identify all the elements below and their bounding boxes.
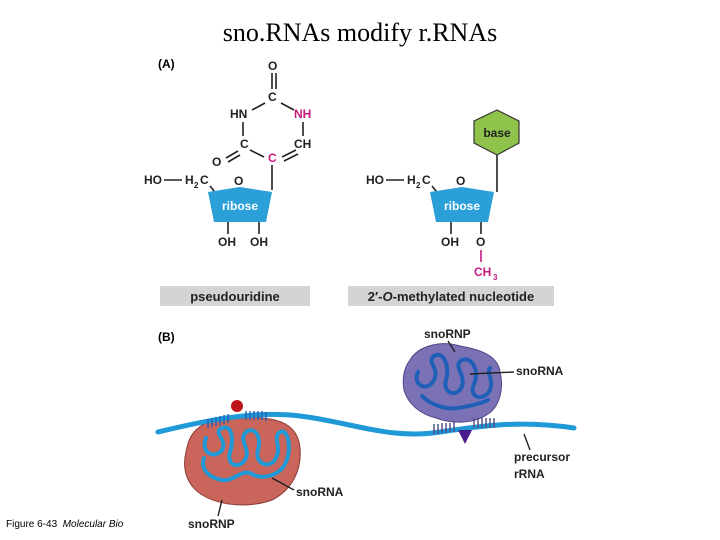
methylated-label-o: O <box>382 289 392 304</box>
panel-b-label: (B) <box>158 330 175 344</box>
ribose-pentagon-right <box>430 187 494 222</box>
precursor-label-line2: rRNA <box>514 467 545 481</box>
base-pair-ticks-bottom <box>207 411 267 428</box>
ribose-pentagon-left <box>208 187 272 222</box>
snorna-purple-loops <box>414 352 494 411</box>
methylated-label: 2′-O-methylated nucleotide <box>368 289 534 304</box>
atom-ho-left: HO <box>144 173 162 187</box>
leader-lines <box>217 340 531 517</box>
modification-site-red <box>231 400 243 412</box>
precursor-label-line1: precursor <box>514 450 570 464</box>
snorna-top-label: snoRNA <box>516 364 564 378</box>
figure-caption: Figure 6-43 Molecular Bio <box>6 519 123 530</box>
atom-nh: NH <box>294 107 311 121</box>
pseudouridine-base: O C HN NH C CH C O <box>212 59 311 190</box>
base-pair-ticks-top <box>433 418 495 434</box>
atom-c-top: C <box>268 90 277 104</box>
atom-sub2-left: 2 <box>194 181 199 190</box>
snornp-top-label: snoRNP <box>424 327 471 341</box>
snorna-orange-loops <box>201 425 291 483</box>
pseudouridine-label: pseudouridine <box>190 289 280 304</box>
methylated-label-prefix: 2′- <box>368 289 383 304</box>
atom-hn: HN <box>230 107 247 121</box>
modification-site-purple <box>458 430 472 444</box>
atom-c-left: C <box>240 137 249 151</box>
pseudouridine-label-bar <box>160 286 310 306</box>
base-label: base <box>483 126 511 140</box>
ribose-label-right: ribose <box>444 199 480 213</box>
atom-sub3: 3 <box>493 273 498 282</box>
panel-b-labels: snoRNP snoRNA precursor rRNA snoRNA snoR… <box>188 327 570 531</box>
caption-figure: Figure 6-43 <box>6 519 58 530</box>
atom-o-top: O <box>268 59 277 73</box>
atom-ch3: CH <box>474 265 491 279</box>
ribose-label-left: ribose <box>222 199 258 213</box>
atom-cc-right: C <box>422 173 431 187</box>
snorna-bottom-label: snoRNA <box>296 485 344 499</box>
panel-a-label: (A) <box>158 57 175 71</box>
atom-ho-right: HO <box>366 173 384 187</box>
atom-cc-left: C <box>200 173 209 187</box>
atom-oh1: OH <box>218 235 236 249</box>
atom-o-ring-right: O <box>456 174 465 188</box>
atom-o-left: O <box>212 155 221 169</box>
atom-oh2: OH <box>250 235 268 249</box>
methylated-label-bar <box>348 286 554 306</box>
atom-c-right: C <box>268 151 277 165</box>
caption-book: Molecular Bio <box>62 519 124 530</box>
atom-sub2-right: 2 <box>416 181 421 190</box>
atom-h-left: H <box>185 173 194 187</box>
atom-o-ring-left: O <box>234 174 243 188</box>
atom-h-right: H <box>407 173 416 187</box>
snornp-bottom-label: snoRNP <box>188 517 235 531</box>
methylated-label-suffix: -methylated nucleotide <box>393 289 535 304</box>
slide-title: sno.RNAs modify r.RNAs <box>222 18 498 47</box>
atom-oh-right: OH <box>441 235 459 249</box>
atom-ch: CH <box>294 137 311 151</box>
methylated-nucleotide: base HO H 2 C O ribose OH O CH 3 <box>366 109 520 282</box>
atom-o-methoxy: O <box>476 235 485 249</box>
pseudouridine-ribose: HO H 2 C O ribose OH OH <box>144 173 272 249</box>
